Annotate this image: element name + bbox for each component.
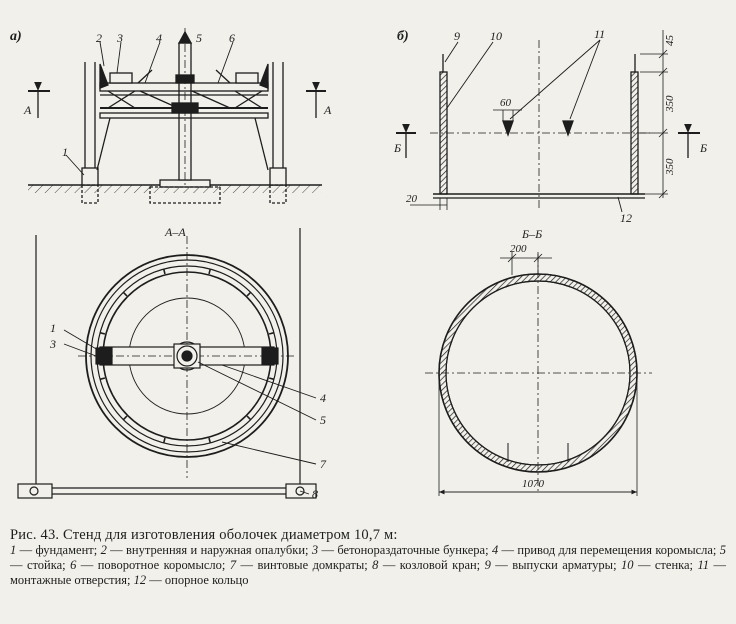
- legend-text: — привод для перемещения коромысла;: [498, 543, 720, 557]
- figure-caption: Рис. 43. Стенд для изготовления оболочек…: [10, 528, 726, 588]
- legend-text: — винтовые домкраты;: [236, 558, 373, 572]
- callout-5: 5: [196, 31, 202, 45]
- plan-view-a-a: [17, 228, 317, 499]
- jack-mark: [246, 415, 252, 421]
- legend-number: 10: [621, 558, 634, 572]
- caption-title: Рис. 43. Стенд для изготовления оболочек…: [10, 527, 398, 543]
- callout-1: 1: [62, 145, 68, 159]
- dim-45: 45: [664, 35, 676, 47]
- jack-mark: [162, 437, 166, 444]
- panel-label-b: б): [397, 29, 409, 44]
- dim-200: 200: [510, 243, 527, 255]
- jack-mark: [208, 268, 212, 275]
- callout-9: 9: [454, 29, 460, 43]
- legend-text: — выпуски арматуры;: [490, 558, 621, 572]
- legend-number: 9: [484, 558, 491, 572]
- dim-350-top: 350: [664, 95, 676, 113]
- callout-6: 6: [229, 31, 235, 45]
- legend-number: 11: [697, 558, 710, 572]
- legend-number: 8: [372, 558, 379, 572]
- section-mark-b-right: Б: [699, 141, 707, 155]
- legend-number: 3: [311, 543, 319, 557]
- jack-mark: [122, 291, 128, 297]
- section-mark-a-left: А: [23, 103, 32, 117]
- plan-b-b-callouts: Б–Б 200 1070: [510, 227, 545, 490]
- legend-number: 1: [10, 543, 17, 557]
- dim-20: 20: [406, 193, 418, 205]
- legend-text: — фундамент;: [16, 543, 101, 557]
- jack-mark: [208, 437, 212, 444]
- legend-number: 2: [100, 543, 107, 557]
- callout-plan-1: 1: [50, 321, 56, 335]
- legend-number: 12: [133, 573, 147, 587]
- technical-drawing: а) 1 2 3 4 5 6 А А: [10, 27, 707, 501]
- callout-4: 4: [156, 31, 162, 45]
- legend-text: — монтажные отверстия;: [10, 558, 727, 587]
- legend-number: 6: [70, 558, 77, 572]
- callout-plan-5: 5: [320, 413, 326, 427]
- legend-text: — стенка;: [633, 558, 698, 572]
- section-b-callouts: б) 9 10 11 12 45 350 350 60 20 Б Б: [393, 27, 707, 225]
- section-title-a-a: А–А: [164, 225, 186, 239]
- dim-60: 60: [500, 97, 512, 109]
- jack-mark: [268, 331, 275, 335]
- caption-legend: 1 — фундамент; 2 — внутренняя и наружная…: [10, 543, 726, 588]
- callout-11: 11: [594, 27, 605, 41]
- section-title-b-b: Б–Б: [521, 227, 542, 241]
- jack-mark: [99, 331, 106, 335]
- legend-number: 5: [719, 543, 727, 557]
- jack-mark: [268, 377, 275, 381]
- legend-text: — бетонораздаточные бункера;: [318, 543, 492, 557]
- section-mark-a-right: А: [323, 103, 332, 117]
- callout-plan-7: 7: [320, 457, 327, 471]
- dim-350-bottom: 350: [664, 158, 676, 176]
- shell-section-view-b: [396, 30, 700, 213]
- callout-plan-8: 8: [312, 487, 318, 501]
- callout-12: 12: [620, 211, 632, 225]
- legend-number: 7: [229, 558, 237, 572]
- legend-text: — опорное кольцо: [146, 573, 249, 587]
- dim-1070: 1070: [522, 478, 545, 490]
- elevation-view-a: [28, 28, 326, 204]
- elevation-callouts: а) 1 2 3 4 5 6 А А: [10, 29, 332, 159]
- jack-mark: [122, 415, 128, 421]
- callout-3: 3: [116, 31, 123, 45]
- legend-text: — внутренняя и наружная опалубки;: [106, 543, 312, 557]
- callout-plan-4: 4: [320, 391, 326, 405]
- legend-text: — поворотное коромысло;: [76, 558, 230, 572]
- plan-a-a-callouts: А–А 1 3 4 5 7 8: [49, 225, 327, 501]
- jack-mark: [99, 377, 106, 381]
- jack-mark: [246, 291, 252, 297]
- legend-number: 4: [491, 543, 499, 557]
- callout-2: 2: [96, 31, 102, 45]
- jack-mark: [162, 268, 166, 275]
- plan-view-b-b: [425, 252, 652, 496]
- callout-10: 10: [490, 29, 502, 43]
- callout-plan-3: 3: [49, 337, 56, 351]
- legend-text: — стойка;: [10, 558, 71, 572]
- legend-text: — козловой кран;: [378, 558, 485, 572]
- panel-label-a: а): [10, 29, 22, 44]
- section-mark-b-left: Б: [393, 141, 401, 155]
